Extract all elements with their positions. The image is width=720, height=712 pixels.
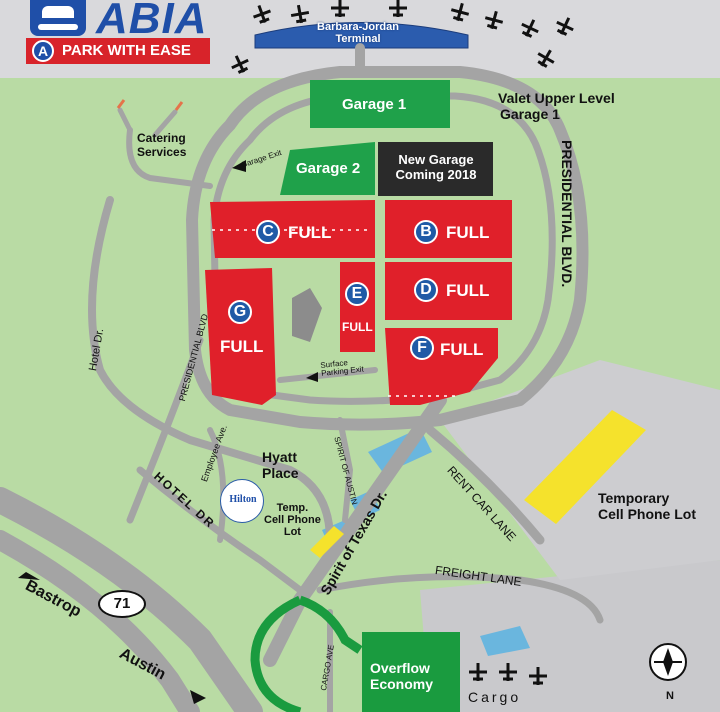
overflow-access-road (250, 595, 302, 712)
airplane-icon (556, 17, 574, 36)
new-garage-building (378, 142, 493, 196)
lot-g-status: FULL (220, 337, 264, 356)
temp-cell-small-line3: Lot (283, 526, 301, 538)
new-garage-label: New Garage Coming 2018 (384, 152, 488, 182)
lot-e-status: FULL (342, 320, 373, 334)
hyatt-line1: Hyatt (262, 449, 298, 465)
lot-e-badge[interactable]: E (345, 282, 369, 306)
overflow-line2: Economy (370, 676, 434, 692)
airplane-icon (537, 49, 555, 68)
catering-markers (116, 99, 184, 111)
arrow-left-icon (18, 572, 40, 580)
temporary-cell-phone-lot-label: Temporary Cell Phone Lot (598, 490, 696, 522)
airplane-icon (469, 663, 487, 681)
temp-cell-small-line2: Cell Phone (264, 514, 321, 526)
valet-label: Valet Upper Level Garage 1 (498, 90, 615, 122)
lot-c-area (210, 200, 375, 258)
lot-g-area (205, 268, 276, 405)
airplane-icon (484, 10, 504, 30)
car-logo-icon (30, 0, 86, 36)
lot-markings (212, 229, 460, 397)
lot-c-status: FULL (288, 223, 332, 242)
lot-c-badge[interactable]: C (256, 220, 280, 244)
hilton-logo-icon: Hilton (220, 479, 264, 523)
overflow-economy-label: Overflow Economy (370, 660, 433, 692)
lot-f-badge[interactable]: F (410, 336, 434, 360)
garage-1-building (310, 80, 450, 128)
lot-d-status: FULL (446, 281, 490, 300)
cargo-label: Cargo (468, 689, 522, 705)
temp-cell-phone-lot-small-label: Temp. Cell Phone Lot (264, 502, 321, 538)
pond (480, 626, 530, 656)
airplane-icon (499, 663, 517, 681)
catering-line1: Catering (137, 131, 186, 145)
temporary-cell-phone-lot-area (524, 410, 646, 524)
airplane-icon (231, 55, 249, 74)
airplane-icon (253, 5, 271, 24)
catering-services-label: Catering Services (137, 131, 186, 159)
lot-g-badge[interactable]: G (228, 300, 252, 324)
airplane-icon-group (231, 0, 574, 685)
lot-d-badge[interactable]: D (414, 278, 438, 302)
airplane-icon (389, 0, 407, 17)
terminal-label: Barbara-Jordan Terminal (298, 21, 418, 45)
terminal-label-line2: Terminal (335, 33, 381, 45)
airplane-icon (450, 2, 470, 22)
hyatt-line2: Place (262, 465, 299, 481)
hilton-label: Hilton (229, 494, 257, 505)
overflow-access-road (298, 595, 363, 654)
lot-f-status: FULL (440, 340, 484, 359)
valet-label-line1: Valet Upper Level (498, 90, 615, 106)
lot-b-badge[interactable]: B (414, 220, 438, 244)
temp-cell-line1: Temporary (598, 490, 670, 506)
garage-2-label: Garage 2 (296, 160, 361, 177)
compass-icon (649, 643, 687, 681)
compass-north-label: N (666, 690, 674, 702)
airplane-icon (290, 4, 310, 24)
airplane-icon (331, 0, 349, 17)
brand-name: ABIA (96, 0, 208, 43)
hyatt-place-label: Hyatt Place (262, 449, 299, 481)
temp-cell-small-line1: Temp. (276, 502, 309, 514)
building (292, 288, 322, 342)
brand-tagline-bar: A PARK WITH EASE (26, 38, 210, 64)
airplane-icon (521, 19, 539, 38)
lot-d-area (385, 262, 512, 320)
garage-1-label: Garage 1 (342, 96, 407, 113)
terminal-label-line1: Barbara-Jordan (317, 21, 399, 33)
presidential-blvd-label: PRESIDENTIAL BLVD. (559, 140, 575, 288)
brand-logo: ABIA A PARK WITH EASE (26, 0, 210, 66)
brand-tagline: PARK WITH EASE (62, 42, 191, 59)
catering-line2: Services (137, 145, 187, 159)
arrow-left-icon (232, 160, 246, 172)
valet-label-line2: Garage 1 (500, 106, 560, 122)
garage-2-building (280, 142, 375, 195)
brand-badge-icon: A (32, 40, 54, 62)
lot-e-area (340, 262, 375, 352)
overflow-economy-area (362, 632, 460, 712)
airplane-icon (529, 667, 547, 685)
terminal-building (254, 22, 469, 49)
overflow-line1: Overflow (370, 660, 430, 676)
arrow-left-icon (306, 372, 318, 382)
temp-cell-phone-lot-small-area (310, 526, 344, 558)
cargo-area (420, 560, 720, 712)
new-garage-line2: Coming 2018 (395, 167, 477, 182)
arrow-right-icon (190, 690, 206, 704)
new-garage-line1: New Garage (398, 152, 474, 167)
lot-b-status: FULL (446, 223, 490, 242)
temp-cell-line2: Cell Phone Lot (598, 506, 696, 522)
highway-shield-icon: 71 (98, 590, 146, 618)
lot-b-area (385, 200, 512, 258)
